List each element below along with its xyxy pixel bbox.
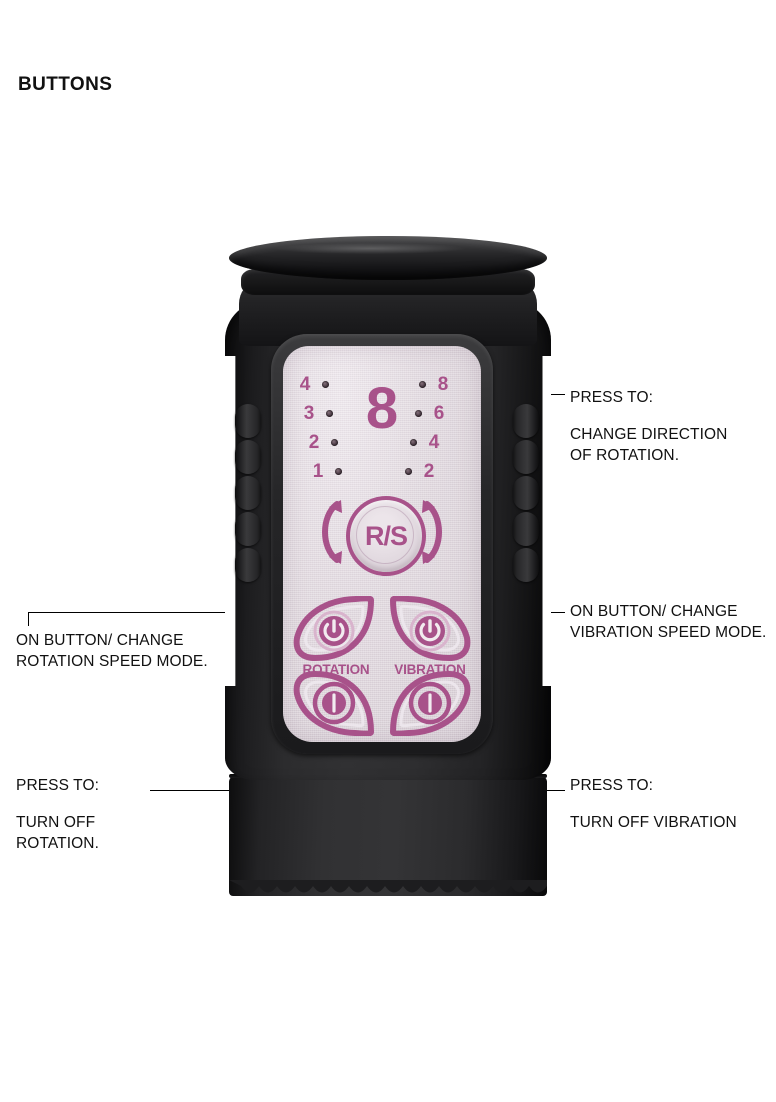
rotate-arrows-icon-right [422, 500, 442, 564]
annotation-line: ROTATION SPEED MODE. [16, 653, 208, 670]
control-panel: 4 3 2 1 8 [283, 346, 481, 742]
leader-line-rotation-on-h [28, 612, 336, 613]
vibration-led-4 [410, 439, 417, 446]
vibration-led-8 [419, 381, 426, 388]
leader-line-rotation-on-v [28, 612, 29, 626]
direction-control-group: R/S [311, 494, 453, 586]
device-top-cap [229, 236, 547, 280]
annotation-line: PRESS TO: [570, 777, 654, 794]
annotation-line: OF ROTATION. [570, 447, 680, 464]
rotation-on-button[interactable] [293, 596, 375, 662]
annotation-line: ROTATION. [16, 835, 99, 852]
annotation-change-direction: PRESS TO: CHANGE DIRECTION OF ROTATION. [570, 387, 727, 466]
vibration-speed-scale: 8 6 4 2 [405, 370, 451, 486]
grip-ribs-left [235, 404, 261, 582]
annotation-vibration-off: PRESS TO: TURN OFF VIBRATION [570, 775, 737, 833]
rotation-level-label: 1 [312, 461, 324, 482]
annotation-vibration-on: ON BUTTON/ CHANGE VIBRATION SPEED MODE. [570, 601, 766, 643]
rotation-speed-scale: 4 3 2 1 [297, 370, 342, 486]
annotation-line: ON BUTTON/ CHANGE [16, 632, 184, 649]
annotation-line: TURN OFF [16, 814, 96, 831]
annotation-line: CHANGE DIRECTION [570, 426, 728, 443]
annotation-rotation-off: PRESS TO: TURN OFF ROTATION. [16, 775, 99, 854]
speed-display-digit: 8 [365, 376, 399, 441]
vibration-level-label: 8 [437, 374, 449, 395]
grip-ribs-right [513, 404, 539, 582]
rotation-off-button[interactable] [293, 670, 375, 736]
rotation-led-2 [331, 439, 338, 446]
vibration-led-6 [415, 410, 422, 417]
scale-row: 2 [405, 457, 451, 486]
annotation-line: TURN OFF VIBRATION [570, 814, 737, 831]
scale-row: 2 [297, 428, 342, 457]
direction-button-inner-ring [356, 506, 414, 564]
vibration-level-label: 4 [428, 432, 440, 453]
scale-row: 1 [297, 457, 342, 486]
rotation-group-label: ROTATION [302, 662, 370, 677]
rotation-level-label: 3 [303, 403, 315, 424]
vibration-group-label: VIBRATION [394, 662, 466, 677]
scale-row: 6 [405, 399, 451, 428]
direction-button[interactable]: R/S [346, 496, 426, 576]
annotation-line: PRESS TO: [570, 389, 654, 406]
rotation-led-4 [322, 381, 329, 388]
direction-button-label: R/S [364, 520, 408, 551]
annotation-line: VIBRATION SPEED MODE. [570, 624, 767, 641]
device-base [229, 776, 547, 896]
button-cluster: ROTATION VIBRATION [293, 596, 471, 736]
vibration-level-label: 2 [423, 461, 435, 482]
vibration-led-2 [405, 468, 412, 475]
scale-row: 4 [297, 370, 342, 399]
annotation-line: PRESS TO: [16, 777, 100, 794]
remote-control-device: 4 3 2 1 8 [215, 236, 560, 908]
rotation-led-3 [326, 410, 333, 417]
page-title: BUTTONS [18, 74, 113, 95]
scale-row: 4 [405, 428, 451, 457]
scale-row: 3 [297, 399, 342, 428]
rotation-level-label: 4 [299, 374, 311, 395]
rotation-led-1 [335, 468, 342, 475]
vibration-on-button[interactable] [389, 596, 471, 662]
scale-row: 8 [405, 370, 451, 399]
rotation-level-label: 2 [308, 432, 320, 453]
cap-highlight [275, 243, 465, 254]
vibration-off-button[interactable] [389, 670, 471, 736]
vibration-level-label: 6 [433, 403, 445, 424]
device-base-scalloped-edge [229, 880, 547, 893]
annotation-line: ON BUTTON/ CHANGE [570, 603, 738, 620]
annotation-rotation-on: ON BUTTON/ CHANGE ROTATION SPEED MODE. [16, 630, 208, 672]
rotate-arrows-icon-left [322, 500, 342, 564]
